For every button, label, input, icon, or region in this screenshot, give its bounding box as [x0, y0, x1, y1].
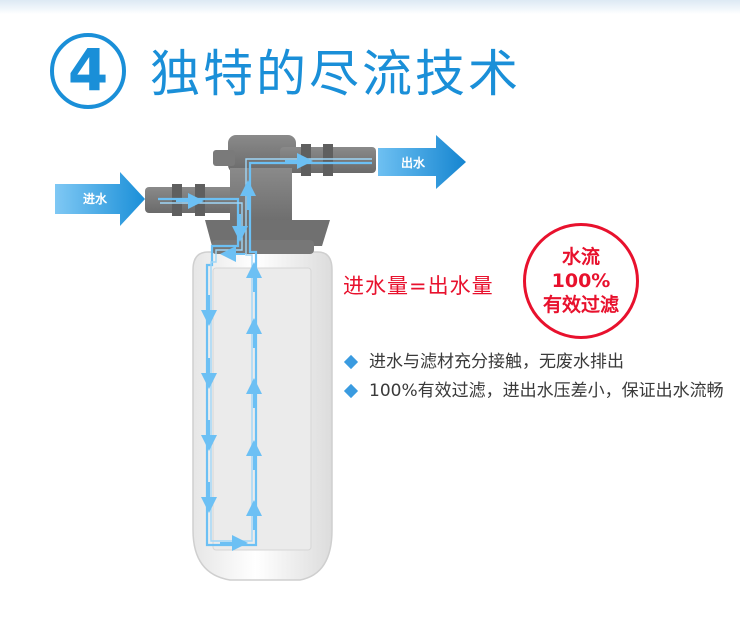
diamond-bullet-icon [343, 383, 359, 399]
filter-head [145, 135, 376, 254]
filter-cartridge [212, 267, 312, 551]
feature-item: 进水与滤材充分接触，无废水排出 [343, 348, 728, 377]
outlet-label: 出水 [401, 155, 426, 170]
feature-text: 100%有效过滤，进出水压差小，保证出水流畅 [369, 381, 724, 401]
top-decorative-strip [0, 0, 740, 14]
full-flow-seal: 水流 100% 有效过滤 [523, 223, 639, 339]
filter-housing [192, 251, 333, 581]
seal-line-1: 水流 [561, 246, 600, 268]
flow-direction-arrows [176, 153, 313, 551]
feature-item: 100%有效过滤，进出水压差小，保证出水流畅 [343, 377, 728, 406]
page-title: 独特的尽流技术 [150, 45, 521, 103]
outlet-arrow: 出水 [378, 135, 466, 189]
feature-text: 进水与滤材充分接触，无废水排出 [369, 352, 624, 372]
flow-equation: 进水量=出水量 [343, 274, 494, 298]
diamond-bullet-icon [343, 354, 359, 370]
step-number-badge: 4 [50, 33, 126, 109]
seal-line-2: 100% [551, 270, 611, 292]
seal-line-3: 有效过滤 [542, 294, 619, 316]
inlet-label: 进水 [83, 191, 108, 206]
feature-list: 进水与滤材充分接触，无废水排出 100%有效过滤，进出水压差小，保证出水流畅 [343, 348, 728, 406]
inlet-arrow: 进水 [55, 172, 145, 226]
